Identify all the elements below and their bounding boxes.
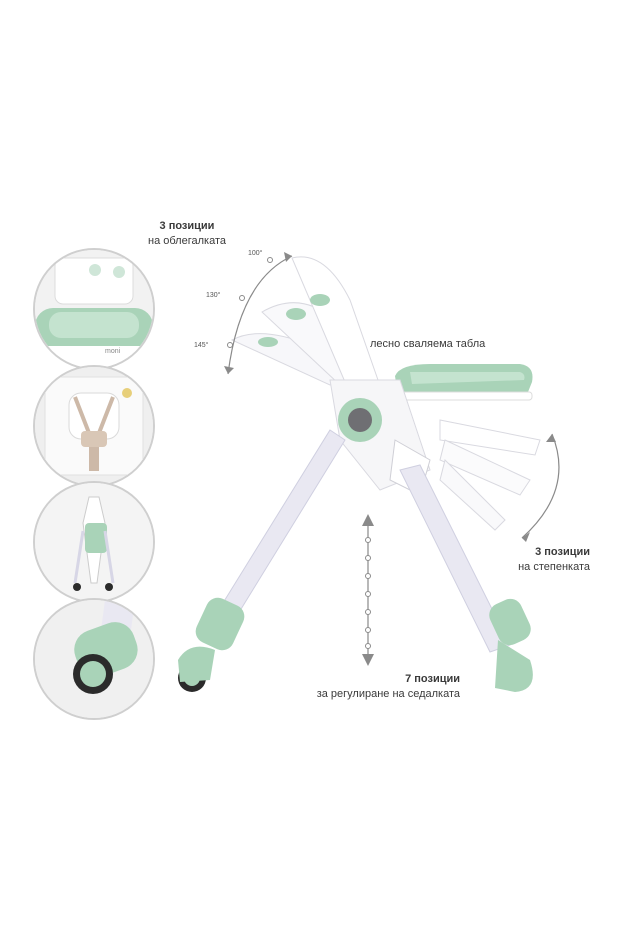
footrest-positions	[439, 419, 541, 531]
angle-label-3: 145°	[194, 342, 209, 349]
wheel-detail-illustration	[35, 600, 153, 718]
callout-seat-height-title: 7 позиции	[405, 673, 460, 685]
callout-seat-height: 7 позиции за регулиране на седалката	[260, 672, 460, 702]
detail-folded-bubble	[33, 481, 155, 603]
folded-chair-illustration	[35, 483, 153, 601]
callout-tray: лесно сваляема табла	[370, 337, 550, 352]
callout-tray-text: лесно сваляема табла	[370, 338, 486, 350]
tray	[391, 364, 533, 401]
callout-backrest-subtitle: на облегалката	[148, 235, 226, 247]
footrest-arc	[521, 433, 560, 542]
seat-height-arrow	[362, 514, 374, 666]
callout-backrest: 3 позиции на облегалката	[132, 219, 242, 249]
callout-seat-height-subtitle: за регулиране на седалката	[316, 688, 460, 700]
callout-backrest-title: 3 позиции	[159, 220, 215, 232]
angle-label-1: 100°	[248, 250, 263, 257]
angle-label-2: 130°	[206, 292, 221, 299]
callout-footrest: 3 позиции на степенката	[480, 545, 590, 575]
detail-tray-bubble: moni	[33, 248, 155, 370]
brand-mark: moni	[105, 348, 121, 355]
detail-wheel-bubble	[33, 598, 155, 720]
legs	[178, 429, 533, 692]
seat-body	[329, 379, 431, 496]
callout-footrest-title: 3 позиции	[535, 546, 590, 558]
harness-detail-illustration	[35, 367, 153, 485]
backrest-positions	[230, 256, 379, 386]
recline-arc	[224, 252, 293, 375]
callout-footrest-subtitle: на степенката	[518, 561, 590, 573]
